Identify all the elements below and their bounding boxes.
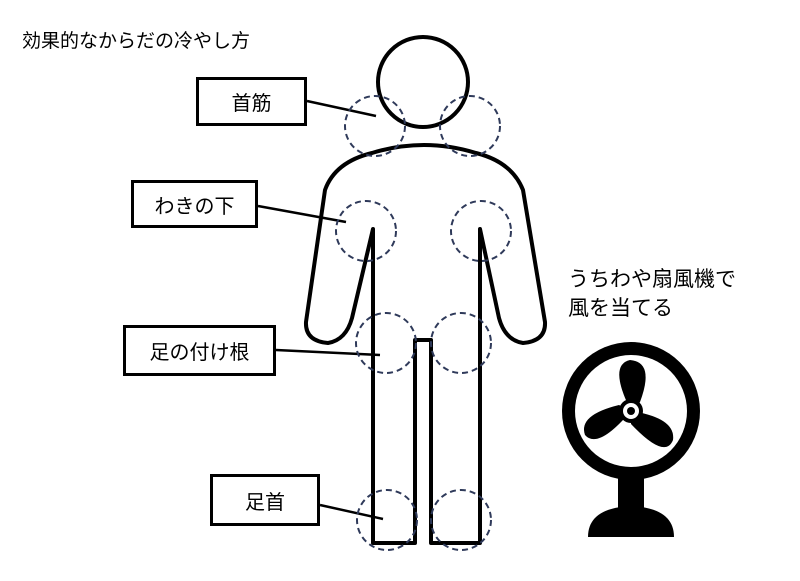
leader-armpit: [257, 204, 347, 224]
leader-ankle: [319, 503, 384, 521]
cooling-spot-neck-left: [344, 95, 406, 157]
leader-lines: [257, 99, 384, 521]
fan-blade: [583, 405, 631, 440]
cooling-spot-ankle-right: [430, 489, 492, 551]
fan-base: [588, 506, 674, 537]
label-groin: 足の付け根: [123, 325, 276, 376]
electric-fan-icon: [562, 342, 700, 537]
cooling-spot-neck-right: [439, 95, 501, 157]
fan-caption-line2: 風を当てる: [568, 296, 673, 320]
leader-neck: [306, 99, 377, 118]
human-body-outline: [303, 35, 548, 545]
body-outline: [303, 143, 548, 545]
fan-blade: [631, 411, 674, 448]
fan-stand: [618, 478, 644, 508]
diagram-title: 効果的なからだの冷やし方: [22, 30, 251, 52]
cooling-spots: [335, 95, 512, 551]
leader-groin: [275, 348, 381, 357]
fan-blade: [619, 360, 646, 411]
cooling-spot-ankle-left: [356, 489, 418, 551]
fan-caption: うちわや扇風機で 風を当てる: [568, 265, 736, 323]
label-neck: 首筋: [196, 77, 307, 126]
cooling-spot-groin-left: [355, 312, 417, 374]
fan-caption-line1: うちわや扇風機で: [568, 267, 736, 291]
label-armpit: わきの下: [131, 180, 258, 228]
label-ankle: 足首: [210, 474, 320, 526]
cooling-spot-armpit-right: [450, 200, 512, 262]
head: [376, 35, 470, 129]
cooling-spot-armpit-left: [335, 200, 397, 262]
cooling-spot-groin-right: [430, 312, 492, 374]
